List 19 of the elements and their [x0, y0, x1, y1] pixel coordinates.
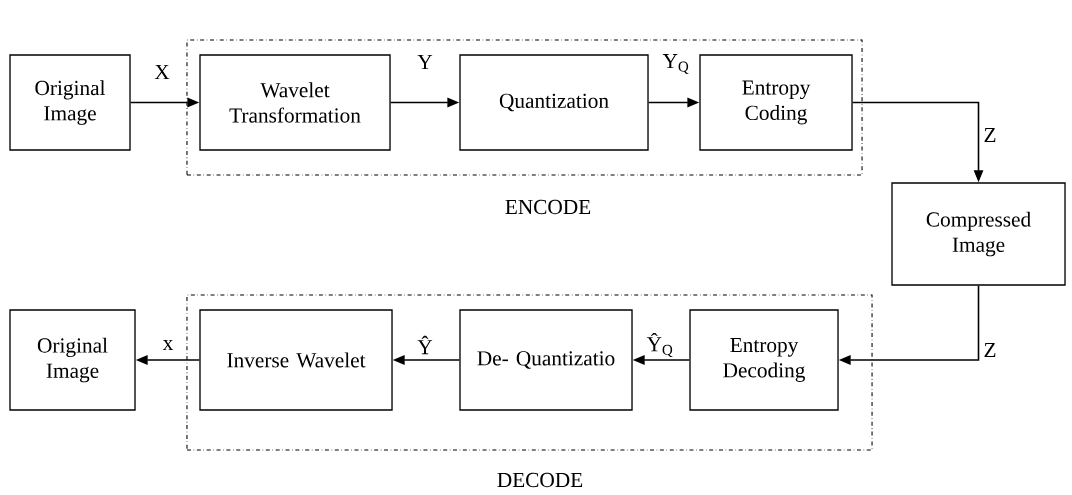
process-box: Compressed Image — [891, 182, 1066, 286]
process-box: Wavelet Transformation — [199, 54, 391, 151]
edge-label: Ŷ — [416, 334, 435, 356]
process-box: Inverse Wavelet — [199, 309, 393, 411]
edge-label: Y$_{Q}$ — [661, 52, 691, 76]
node-label: ENCODE — [505, 199, 591, 215]
edge-label: x — [161, 338, 175, 352]
process-box: De- Quantizatio — [459, 309, 633, 411]
edge-label: Y — [416, 53, 435, 71]
process-box: Original Image — [9, 54, 131, 151]
process-box: Quantization — [459, 54, 649, 151]
edge-label: X — [153, 63, 172, 81]
process-box: Entropy Decoding — [689, 309, 839, 411]
edge-label: Z — [982, 341, 998, 359]
process-box: Original Image — [9, 309, 136, 411]
edge-label: Z — [982, 126, 998, 144]
node-label: DECODE — [497, 472, 583, 488]
edge-label: Ŷ$_{Q}$ — [645, 331, 675, 359]
process-box: Entropy Coding — [699, 54, 853, 151]
